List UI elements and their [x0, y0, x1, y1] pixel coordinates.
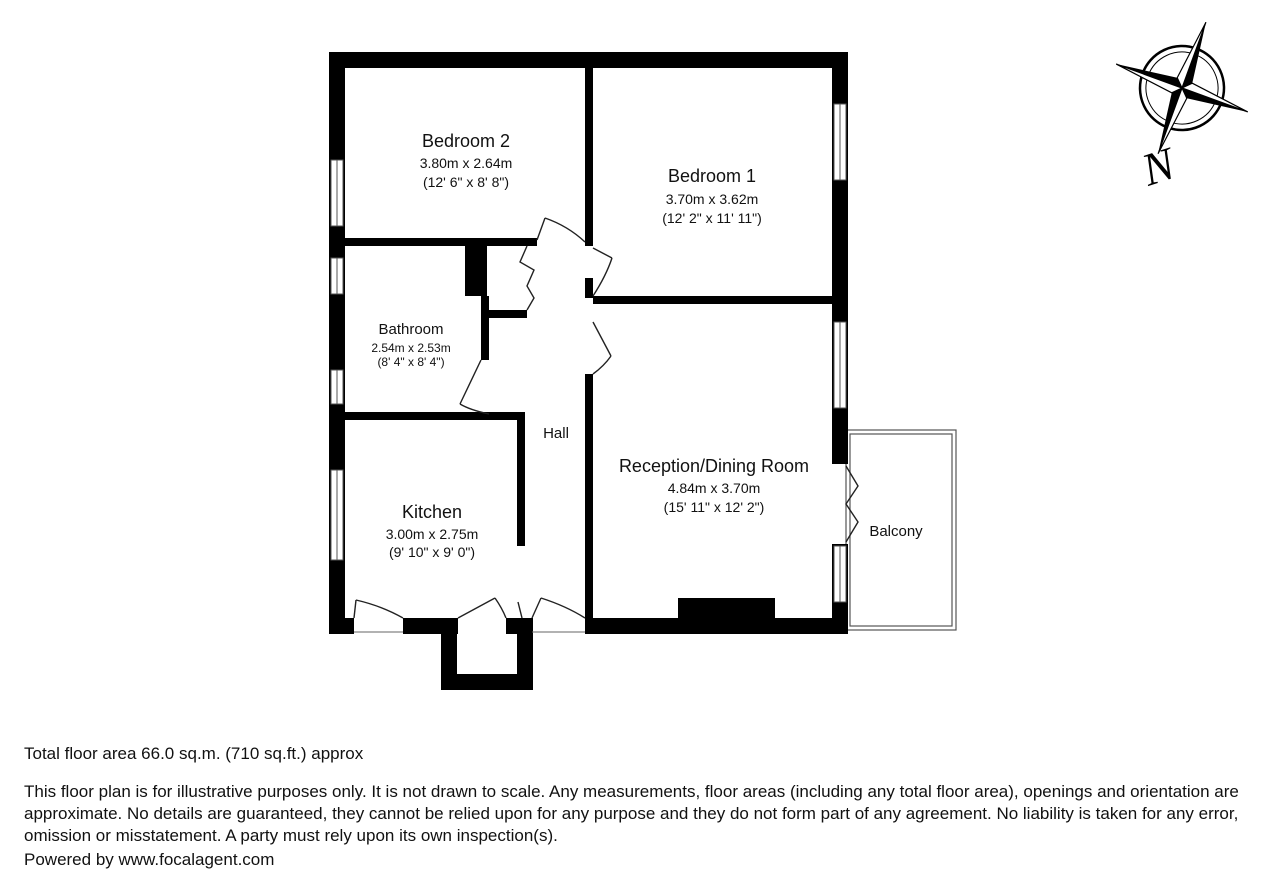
room-dim-metric-kitchen: 3.00m x 2.75m — [386, 526, 479, 542]
disclaimer-text: This floor plan is for illustrative purp… — [24, 782, 1239, 845]
powered-by-link[interactable]: Powered by www.focalagent.com — [24, 850, 275, 869]
room-dim-metric-reception: 4.84m x 3.70m — [668, 480, 761, 496]
floor-plan: Bedroom 2 3.80m x 2.64m (12' 6" x 8' 8")… — [329, 21, 1249, 690]
total-floor-area: Total floor area 66.0 sq.m. (710 sq.ft.)… — [24, 744, 364, 763]
compass-north-label: N — [1135, 137, 1183, 196]
room-name-bathroom: Bathroom — [378, 321, 443, 338]
room-dim-metric-bedroom-1: 3.70m x 3.62m — [666, 191, 759, 207]
room-dim-imperial-bedroom-1: (12' 2" x 11' 11") — [662, 210, 762, 226]
room-dim-imperial-reception: (15' 11" x 12' 2") — [664, 499, 765, 515]
doors — [353, 217, 859, 619]
room-labels: Bedroom 2 3.80m x 2.64m (12' 6" x 8' 8")… — [371, 131, 923, 560]
room-dim-metric-bathroom: 2.54m x 2.53m — [371, 341, 450, 355]
room-dim-imperial-kitchen: (9' 10" x 9' 0") — [389, 544, 475, 560]
walls — [329, 52, 848, 690]
room-dim-imperial-bathroom: (8' 4" x 8' 4") — [377, 355, 444, 369]
room-name-hall: Hall — [543, 425, 569, 442]
compass-icon — [1115, 21, 1249, 155]
room-name-reception: Reception/Dining Room — [619, 456, 809, 476]
balcony-outline — [845, 429, 957, 631]
room-name-bedroom-2: Bedroom 2 — [422, 131, 510, 151]
windows — [330, 103, 847, 603]
room-name-bedroom-1: Bedroom 1 — [668, 166, 756, 186]
room-dim-imperial-bedroom-2: (12' 6" x 8' 8") — [423, 174, 509, 190]
room-name-balcony: Balcony — [869, 523, 923, 540]
room-dim-metric-bedroom-2: 3.80m x 2.64m — [420, 155, 513, 171]
room-name-kitchen: Kitchen — [402, 502, 462, 522]
